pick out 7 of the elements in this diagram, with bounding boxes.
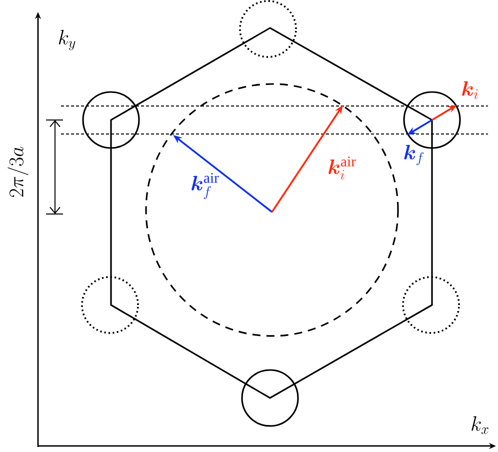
axis-label: $k_y$ bbox=[58, 30, 76, 50]
axis-label: $k_x$ bbox=[472, 416, 488, 434]
axis-label: $\boldsymbol{k}_i$ bbox=[462, 81, 478, 99]
axis-label: $\boldsymbol{k}_i^{\mathrm{air}}$ bbox=[328, 156, 356, 180]
axis-label: $2\pi/3a$ bbox=[8, 146, 28, 197]
axis-label: $\boldsymbol{k}_f^{\mathrm{air}}$ bbox=[192, 172, 219, 200]
axis-label: $\boldsymbol{k}_f$ bbox=[404, 144, 424, 166]
